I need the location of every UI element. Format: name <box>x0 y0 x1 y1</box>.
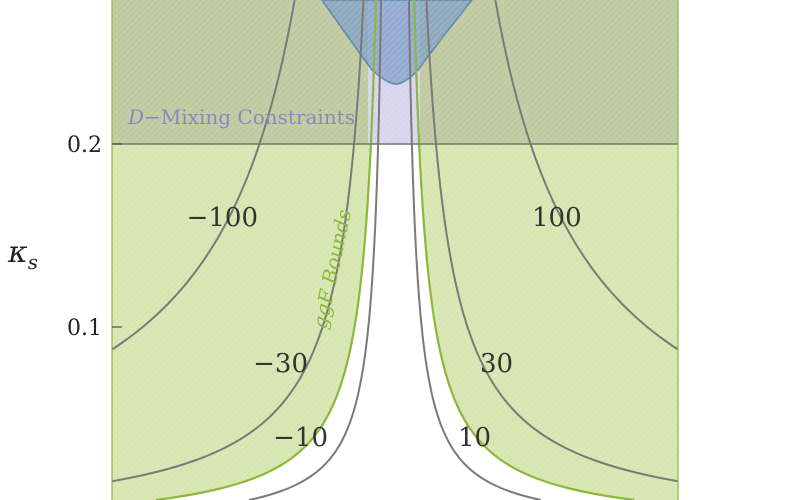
contour-line <box>112 0 365 483</box>
contour-line <box>494 0 678 351</box>
contour-label: 30 <box>480 349 513 379</box>
y-tick-label: 0.1 <box>67 316 102 341</box>
ggf-boundary-left <box>155 0 377 500</box>
contour-line <box>425 0 678 483</box>
contour-labels: −100 −30 −10 10 30 100 <box>187 203 582 453</box>
y-tick-label: 0.2 <box>67 133 102 158</box>
contour-line <box>407 0 542 500</box>
y-axis-ticks: 0.20.10.0 <box>67 133 122 500</box>
contour-line <box>112 0 296 351</box>
contour-label: −100 <box>187 203 258 233</box>
hatch-overlay <box>112 0 678 500</box>
contour-label: 10 <box>458 423 491 453</box>
d-mixing-label: D−Mixing Constraints <box>127 105 355 129</box>
ggf-boundary-right <box>413 0 635 500</box>
contour-line <box>248 0 383 500</box>
contour-label: 100 <box>532 203 582 233</box>
contour-label: −30 <box>253 349 308 379</box>
contour-label: −10 <box>273 423 328 453</box>
y-axis-label: κs <box>7 235 38 274</box>
